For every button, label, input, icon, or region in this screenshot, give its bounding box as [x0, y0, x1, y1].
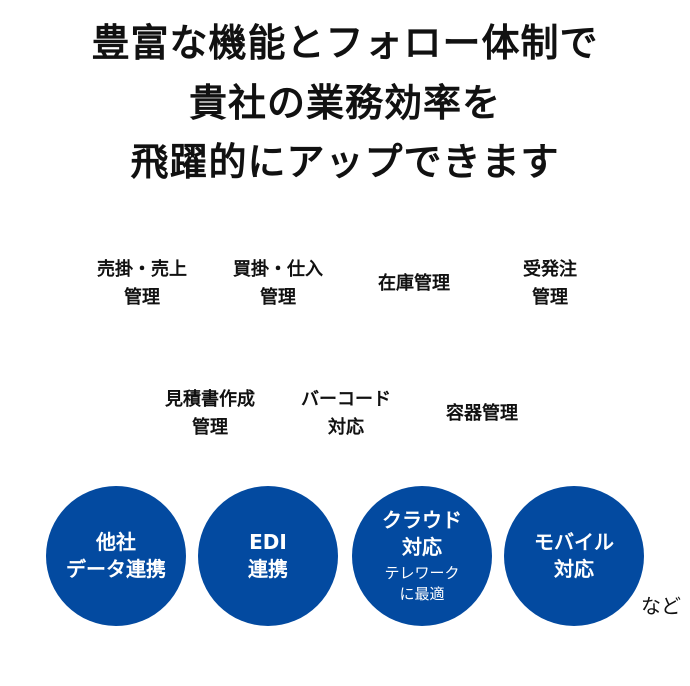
circle-label: EDI: [249, 530, 287, 554]
circle-cloud: クラウド 対応 テレワーク に最適: [352, 486, 492, 626]
feature-label: 受発注: [523, 259, 577, 280]
circle-label: モバイル: [534, 530, 614, 554]
feature-label: バーコード: [301, 389, 391, 410]
circle-data-integration: 他社 データ連携: [46, 486, 186, 626]
feature-label: 在庫管理: [378, 273, 450, 294]
circle-label-sub: 対応: [554, 557, 594, 581]
feature-inventory: 在庫管理: [344, 270, 484, 298]
circle-label-sub: データ連携: [66, 557, 166, 581]
feature-label-sub: 対応: [328, 417, 364, 438]
headline-line-1: 豊富な機能とフォロー体制で: [91, 21, 599, 65]
feature-accounts-receivable: 売掛・売上 管理: [72, 256, 212, 312]
headline-line-3: 飛躍的にアップできます: [130, 140, 560, 184]
headline-line-2: 貴社の業務効率を: [188, 81, 501, 125]
feature-label-sub: 管理: [532, 287, 568, 308]
circle-note: テレワーク: [384, 564, 460, 582]
feature-container: 容器管理: [412, 400, 552, 428]
circle-label-sub: 連携: [248, 557, 288, 581]
circle-note-sub: に最適: [399, 585, 445, 603]
feature-barcode: バーコード 対応: [276, 386, 416, 442]
feature-orders: 受発注 管理: [480, 256, 620, 312]
circle-edi: EDI 連携: [198, 486, 338, 626]
circle-label: 他社: [96, 530, 136, 554]
feature-label: 容器管理: [446, 403, 518, 424]
feature-label: 買掛・仕入: [233, 259, 323, 280]
feature-label-sub: 管理: [192, 417, 228, 438]
feature-label: 見積書作成: [165, 389, 255, 410]
trailing-etc-text: など: [641, 594, 681, 618]
feature-label-sub: 管理: [260, 287, 296, 308]
feature-label: 売掛・売上: [97, 259, 187, 280]
feature-quotation: 見積書作成 管理: [140, 386, 280, 442]
circle-mobile: モバイル 対応: [504, 486, 644, 626]
feature-accounts-payable: 買掛・仕入 管理: [208, 256, 348, 312]
circle-label-sub: 対応: [402, 535, 442, 559]
circle-label: クラウド: [382, 508, 462, 532]
feature-label-sub: 管理: [124, 287, 160, 308]
